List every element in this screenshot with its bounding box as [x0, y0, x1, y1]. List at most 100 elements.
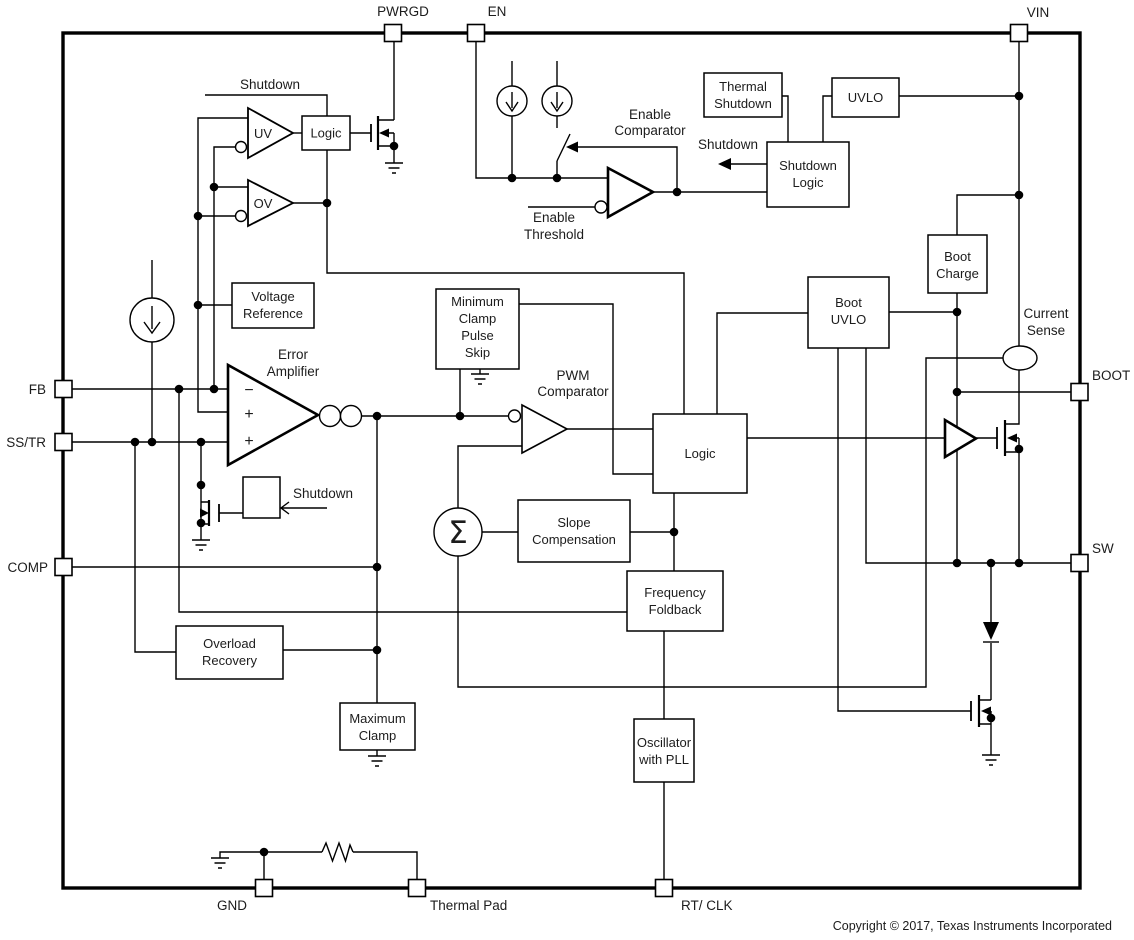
wire-vref-net: [197, 117, 248, 413]
hysteresis-arrow-icon: [566, 141, 578, 153]
label-pwm-comparator-l2: Comparator: [537, 384, 609, 399]
hs-fet-body-arrow-icon: [1007, 433, 1017, 443]
pin-label-boot: BOOT: [1092, 368, 1130, 383]
block-overload-recovery: [175, 625, 284, 680]
wire-current-sense-to-sigma: [457, 357, 1003, 688]
pin-label-sw: SW: [1092, 541, 1114, 556]
uv-comparator: [247, 106, 295, 160]
label-shutdown-top: Shutdown: [240, 77, 300, 92]
pin-label-sstr: SS/TR: [6, 435, 46, 450]
pin-label-vin: VIN: [1027, 5, 1050, 20]
label-error-amplifier-l1: Error: [278, 347, 309, 362]
pin-sstr: [54, 432, 73, 452]
wire-hysteresis-switch-blade: [556, 133, 571, 162]
ground-symbols: [192, 162, 1000, 869]
shutdown-arrow-icon: [718, 158, 731, 170]
pin-comp: [54, 557, 73, 577]
label-ea-plus-mid: +: [244, 406, 253, 423]
wire-boot-uvlo-to-logic: [716, 312, 808, 414]
block-shutdown-logic-l1: Shutdown: [779, 158, 837, 173]
block-bootcharge-l2: Charge: [936, 266, 979, 281]
block-minimum-clamp: [435, 288, 520, 370]
pin-sw: [1070, 553, 1089, 573]
block-minclamp-l1: Minimum: [451, 294, 504, 309]
pins: PWRGD EN VIN FB SS/TR COMP BOOT SW GND T…: [6, 4, 1130, 913]
enable-invert-bubble-icon: [594, 200, 608, 214]
label-enable-comparator-l1: Enable: [629, 107, 671, 122]
label-error-amplifier-l2: Amplifier: [267, 364, 320, 379]
ic-boundary: [61, 31, 1082, 890]
wire-hysteresis-feedback: [578, 146, 678, 192]
pin-label-pwrgd: PWRGD: [377, 4, 429, 19]
ea-shutdown-arrow-icon: [279, 501, 327, 515]
wire-pwrgd-fet: [378, 41, 395, 163]
block-uv-logic: [301, 115, 351, 151]
pin-fb: [54, 379, 73, 399]
current-sense-icon: [1002, 345, 1038, 371]
block-foldback-l1: Frequency: [644, 585, 706, 600]
pin-label-thermal-pad: Thermal Pad: [430, 898, 507, 913]
uv-invert-bubble-icon: [234, 140, 248, 154]
ground-icon-ssfet: [192, 539, 210, 551]
blocks: Logic Thermal Shutdown UVLO Shutdown Log…: [175, 72, 988, 783]
pwm-comparator-triangle: [521, 403, 569, 455]
block-oscillator: [633, 718, 695, 783]
ov-invert-bubble-icon: [234, 209, 248, 223]
wire-sw-line: [865, 348, 1072, 564]
block-thermal-shutdown-l1: Thermal: [719, 79, 767, 94]
summing-node-icon: [433, 507, 483, 557]
block-osc-l2: with PLL: [638, 752, 689, 767]
pin-boot: [1070, 382, 1089, 402]
ground-icon-maxclamp: [368, 755, 386, 767]
block-boot-uvlo: [807, 276, 890, 349]
symbols: [129, 85, 1038, 869]
label-uv: UV: [254, 126, 272, 141]
block-minclamp-l2: Clamp: [459, 311, 497, 326]
pwm-invert-bubble-icon: [507, 409, 522, 423]
pin-label-gnd: GND: [217, 898, 247, 913]
block-shutdown-logic: [766, 141, 850, 208]
block-overload-l1: Overload: [203, 636, 256, 651]
block-frequency-foldback: [626, 570, 724, 632]
label-sigma: Σ: [448, 515, 468, 551]
block-slope-l1: Slope: [557, 515, 590, 530]
pin-label-rtclk: RT/ CLK: [681, 898, 733, 913]
block-foldback-l2: Foldback: [649, 602, 702, 617]
en-current-source2-arrow-icon: [550, 92, 564, 113]
label-ov: OV: [254, 196, 273, 211]
label-enable-threshold-l2: Threshold: [524, 227, 584, 242]
ground-icon-minclamp: [471, 373, 489, 385]
block-uvlo-label: UVLO: [848, 90, 883, 105]
wire-vin-to-boot-charge: [956, 194, 1019, 235]
wire-ss-discharge-fet: [200, 442, 243, 540]
wire-sigma-to-pwm: [457, 445, 522, 508]
pin-thermal-pad: [407, 878, 427, 898]
ground-icon-pwrgd: [385, 162, 403, 174]
wire-thermal-to-shutdown-logic: [782, 95, 789, 142]
wire-boot-uvlo-to-lowside-gate: [837, 348, 971, 712]
label-shutdown-signal: Shutdown: [698, 137, 758, 152]
block-main-logic-label: Logic: [684, 446, 716, 461]
wire-fb-sense-net: [213, 146, 235, 389]
block-overload-l2: Recovery: [202, 653, 257, 668]
en-current-source1-arrow-icon: [505, 92, 519, 113]
wire-gnd-net: [219, 851, 418, 880]
block-vref-l2: Reference: [243, 306, 303, 321]
block-slope-l2: Compensation: [532, 532, 616, 547]
label-enable-threshold-l1: Enable: [533, 210, 575, 225]
ground-icon-lowside: [982, 754, 1000, 766]
block-boot-charge: [927, 234, 988, 294]
block-osc-l1: Oscillator: [637, 735, 692, 750]
block-maxclamp-l2: Clamp: [359, 728, 397, 743]
label-ea-plus-bot: +: [244, 433, 253, 450]
ov-comparator: [247, 178, 295, 228]
wire-lowside-branch: [979, 563, 992, 755]
label-enable-comparator-l2: Comparator: [614, 123, 686, 138]
gate-driver-triangle: [943, 417, 979, 460]
error-amplifier-triangle: [226, 362, 321, 468]
pin-rtclk: [654, 878, 674, 898]
label-ea-minus: −: [244, 382, 253, 399]
enable-comparator-triangle: [606, 165, 656, 220]
ss-current-source-arrow-icon: [143, 306, 161, 335]
